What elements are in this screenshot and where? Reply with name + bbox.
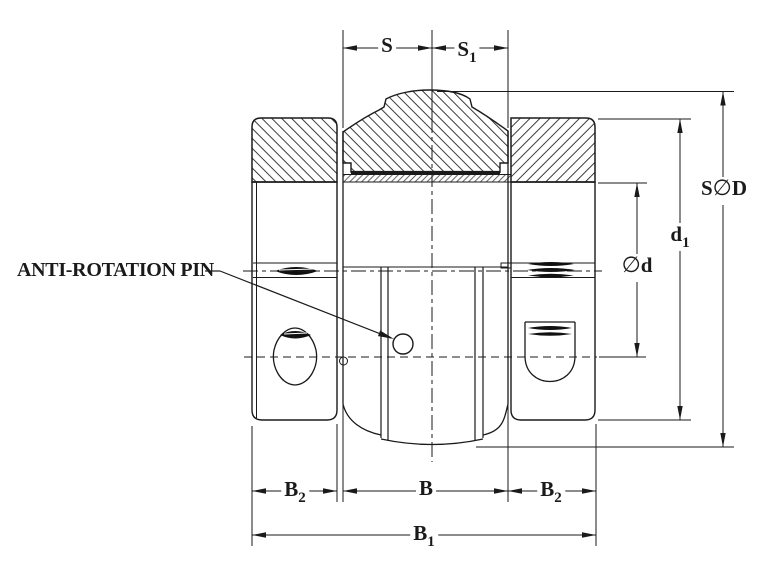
dim-label-b2-left: B2: [281, 478, 309, 506]
dim-label-s1: S1: [454, 38, 480, 66]
dim-label-bore-d: ∅d: [618, 254, 656, 282]
set-screw-block-outline: [500, 181, 596, 421]
anti-rotation-pin: [392, 333, 414, 355]
collar-set-screw: [275, 267, 318, 339]
leader-arrow: [205, 270, 394, 339]
dimension-arrowheads: [252, 45, 726, 538]
set-screw-threads: [527, 262, 575, 336]
dim-label-d1: d1: [667, 223, 693, 251]
anti-rotation-pin-label: ANTI-ROTATION PIN: [17, 259, 214, 281]
outer-ring-spherical-section: [342, 89, 512, 183]
locking-collar-section: [251, 117, 338, 183]
centerlines: [243, 30, 646, 462]
dim-label-sphere-od: S∅D: [697, 177, 751, 205]
dim-label-b1: B1: [410, 522, 438, 550]
inner-ring-extension-section: [510, 117, 596, 183]
collar-body-outline: [251, 181, 338, 421]
dim-label-b2-right: B2: [537, 478, 565, 506]
dimension-lines: [251, 30, 734, 546]
dim-label-b: B: [415, 477, 437, 505]
dim-label-s: S: [378, 34, 396, 62]
